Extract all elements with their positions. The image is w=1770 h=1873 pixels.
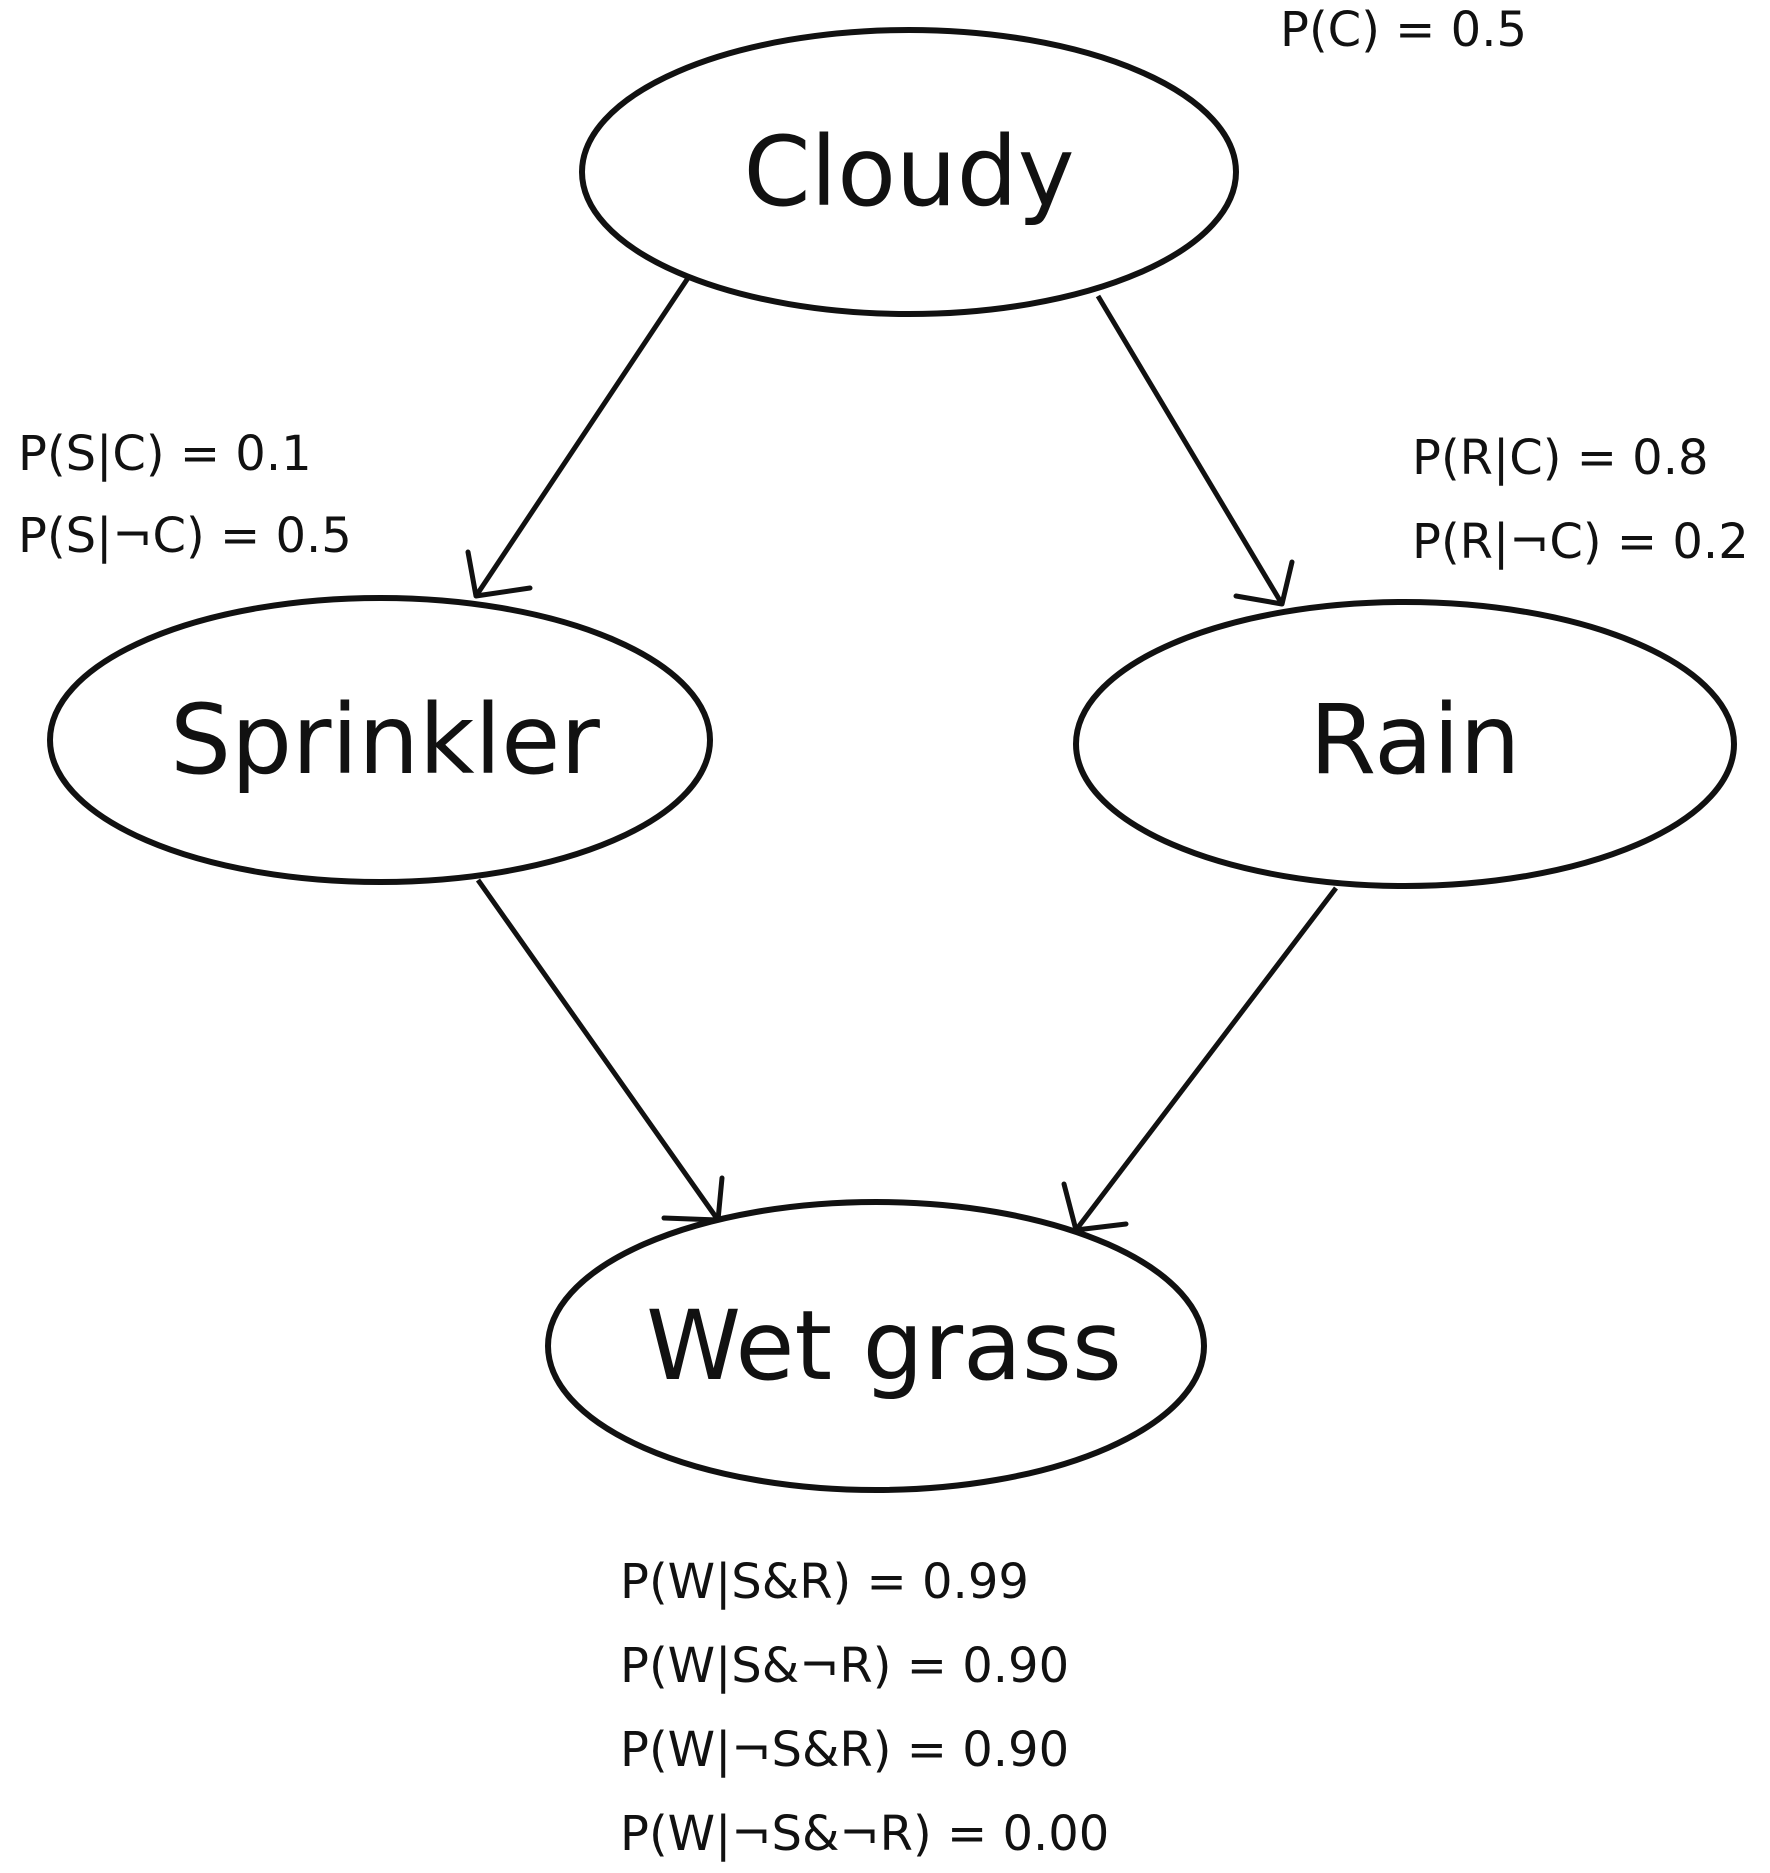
edge-cloudy-to-sprinkler [473,276,691,598]
prob-sprinkler-line-2: P(S|¬C) = 0.5 [18,508,352,564]
prob-rain-line-1: P(R|C) = 0.8 [1412,430,1709,486]
node-wet-grass-label: Wet grass [646,1290,1122,1402]
prob-wet-grass: P(W|S&R) = 0.99 P(W|S&¬R) = 0.90 P(W|¬S&… [620,1554,1109,1862]
edge-sprinkler-to-wet-grass [475,878,721,1222]
prob-wet-grass-line-2: P(W|S&¬R) = 0.90 [620,1638,1069,1694]
arrowhead-rain [1233,559,1295,607]
prob-sprinkler-line-1: P(S|C) = 0.1 [18,426,312,482]
node-rain-label: Rain [1310,684,1521,796]
prob-cloudy-line-1: P(C) = 0.5 [1280,2,1527,58]
prob-wet-grass-line-3: P(W|¬S&R) = 0.90 [620,1722,1069,1778]
prob-rain-line-2: P(R|¬C) = 0.2 [1412,514,1749,570]
node-wet-grass: Wet grass [545,1199,1207,1493]
node-rain: Rain [1073,599,1737,889]
prob-cloudy: P(C) = 0.5 [1280,2,1527,58]
prob-rain: P(R|C) = 0.8 P(R|¬C) = 0.2 [1412,430,1749,570]
prob-wet-grass-line-4: P(W|¬S&¬R) = 0.00 [620,1806,1109,1862]
prob-sprinkler: P(S|C) = 0.1 P(S|¬C) = 0.5 [18,426,352,564]
edge-rain-to-wet-grass [1074,886,1338,1232]
edge-cloudy-to-rain [1095,294,1285,606]
arrowhead-sprinkler [465,549,533,599]
node-sprinkler-label: Sprinkler [170,684,600,796]
node-sprinkler: Sprinkler [47,595,713,885]
node-cloudy: Cloudy [579,27,1239,317]
node-cloudy-label: Cloudy [743,116,1074,228]
prob-wet-grass-line-1: P(W|S&R) = 0.99 [620,1554,1029,1610]
